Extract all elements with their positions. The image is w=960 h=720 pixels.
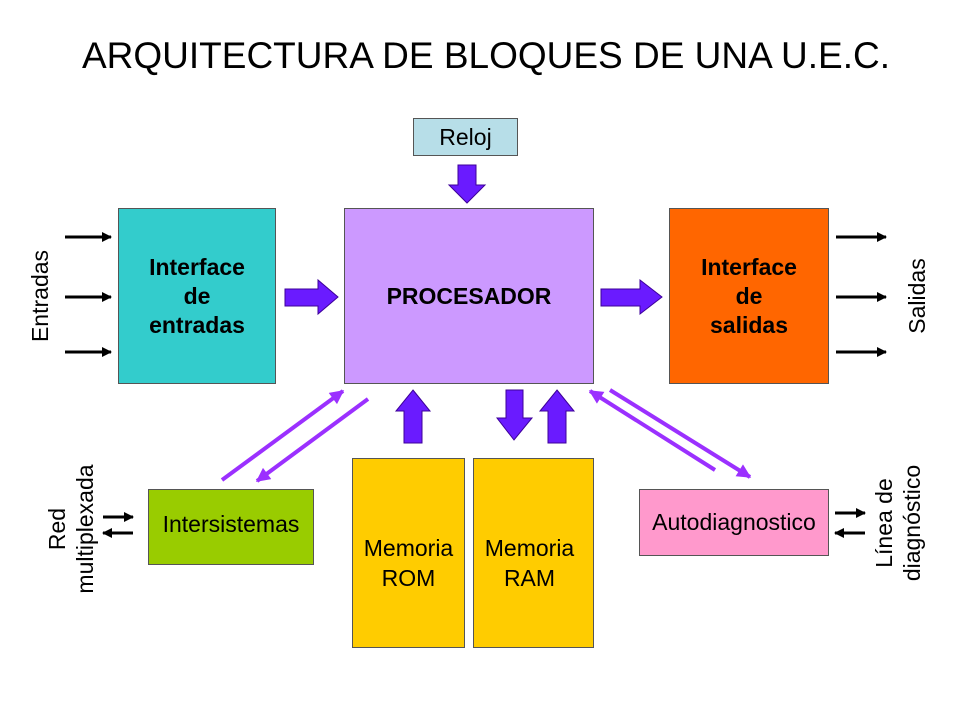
processor-to-self-diagnosis-arrow: [608, 388, 752, 479]
processor-block: PROCESADOR: [344, 208, 594, 384]
self-diagnosis-label: Autodiagnostico: [652, 509, 816, 535]
network-label-line: Red: [44, 507, 70, 551]
ram-label-line: RAM: [503, 565, 556, 591]
ram-label-line: Memoria: [484, 535, 575, 561]
processor-to-output-interface-arrow: [600, 278, 663, 316]
processor-label: PROCESADOR: [386, 282, 552, 309]
input-interface-label-line: Interface: [149, 253, 245, 280]
outputs-side-label: Salidas: [903, 258, 931, 333]
intersystems-label: Intersistemas: [162, 510, 300, 537]
output-interface-label-line: salidas: [710, 311, 788, 338]
output-interface-label-line: de: [735, 282, 763, 309]
self-diagnosis-block: Autodiagnostico: [639, 489, 829, 556]
rom-label-line: Memoria: [363, 535, 454, 561]
slide-title: ARQUITECTURA DE BLOQUES DE UNA U.E.C.: [82, 35, 890, 76]
clock-block: Reloj: [413, 118, 518, 156]
intersystems-block: Intersistemas: [148, 489, 314, 565]
ram-memory-block: Memoria RAM: [473, 458, 594, 648]
diagnostic-label-line: Línea de: [871, 478, 897, 568]
intersystems-to-processor-arrow: [220, 389, 345, 482]
diagnostic-label-line: diagnóstico: [899, 464, 925, 582]
clock-to-processor-arrow: [447, 164, 487, 204]
outputs-label-text: Salidas: [904, 258, 930, 334]
input-interface-to-processor-arrow: [284, 278, 339, 316]
rom-to-processor-arrow: [394, 389, 432, 444]
input-interface-label-line: entradas: [149, 311, 245, 338]
rom-label-line: ROM: [381, 565, 436, 591]
rom-memory-block: Memoria ROM: [352, 458, 465, 648]
network-label-line: multiplexada: [72, 464, 98, 594]
ram-to-processor-arrow: [538, 389, 576, 444]
input-interface-block: Interface de entradas: [118, 208, 276, 384]
inputs-side-label: Entradas: [26, 250, 54, 342]
output-interface-label-line: Interface: [701, 253, 797, 280]
output-interface-block: Interface de salidas: [669, 208, 829, 384]
input-interface-label-line: de: [183, 282, 211, 309]
processor-to-ram-arrow: [495, 389, 534, 441]
clock-label: Reloj: [439, 123, 492, 150]
self-diagnosis-to-processor-arrow: [588, 389, 717, 472]
inputs-label-text: Entradas: [27, 249, 53, 343]
multiplexed-network-side-label: Red multiplexada: [43, 464, 99, 593]
diagnostic-line-side-label: Línea de diagnóstico: [870, 465, 926, 581]
